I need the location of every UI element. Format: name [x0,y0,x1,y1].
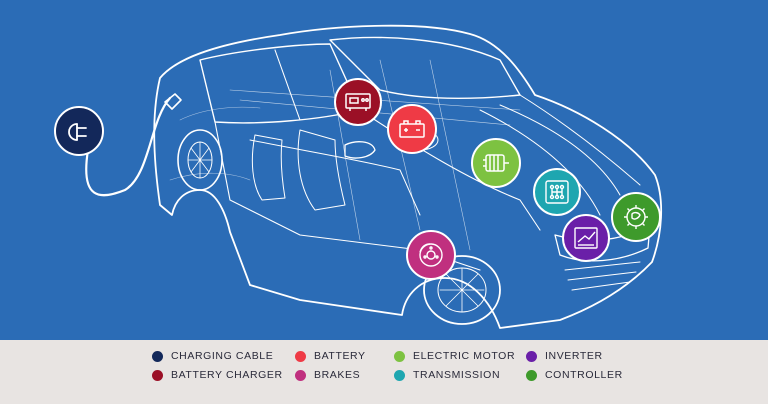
legend-dot [152,350,163,362]
legend-dot [295,350,306,362]
motor-icon [483,154,509,172]
legend-label: CONTROLLER [545,369,623,381]
battery-charger-badge [334,78,382,126]
charging-cable-badge [54,106,104,156]
car-illustration-area [0,0,768,340]
legend-item-transmission: TRANSMISSION [394,367,500,383]
legend-label: BATTERY CHARGER [171,369,283,381]
legend-dot [295,369,306,381]
legend-item-electric-motor: ELECTRIC MOTOR [394,348,515,364]
controller-badge [611,192,661,242]
electric-motor-badge [471,138,521,188]
brake-disc-icon [419,243,443,267]
legend-item-brakes: BRAKES [295,367,360,383]
legend: CHARGING CABLE BATTERY CHARGER BATTERY B… [0,340,768,404]
legend-dot [394,369,405,381]
legend-label: CHARGING CABLE [171,350,274,362]
car-windshield [329,36,521,99]
legend-item-battery: BATTERY [295,348,366,364]
gearshift-icon [545,180,569,204]
controller-icon [624,205,648,229]
legend-label: BATTERY [314,350,366,362]
rear-wheel [177,129,223,191]
car-grille [564,261,641,291]
legend-dot [152,369,163,381]
battery-badge [387,104,437,154]
transmission-badge [533,168,581,216]
legend-label: BRAKES [314,369,361,381]
front-wheel [423,255,501,325]
charging-cable-line [85,96,172,197]
charging-plug-connector [164,93,182,110]
charger-icon [345,93,371,111]
legend-item-inverter: INVERTER [526,348,603,364]
inverter-icon [574,227,598,249]
plug-icon [68,123,87,141]
brakes-badge [406,230,456,280]
legend-item-charging-cable: CHARGING CABLE [152,348,273,364]
legend-item-controller: CONTROLLER [526,367,623,383]
legend-label: INVERTER [545,350,603,362]
legend-dot [526,369,537,381]
legend-label: TRANSMISSION [413,369,501,381]
car-seat [297,129,346,211]
battery-icon [399,120,425,138]
car-wireframe [85,24,663,329]
legend-item-battery-charger: BATTERY CHARGER [152,367,283,383]
legend-dot [526,350,537,362]
legend-label: ELECTRIC MOTOR [413,350,516,362]
car-side-mirror [344,141,376,159]
inverter-badge [562,214,610,262]
legend-dot [394,350,405,362]
